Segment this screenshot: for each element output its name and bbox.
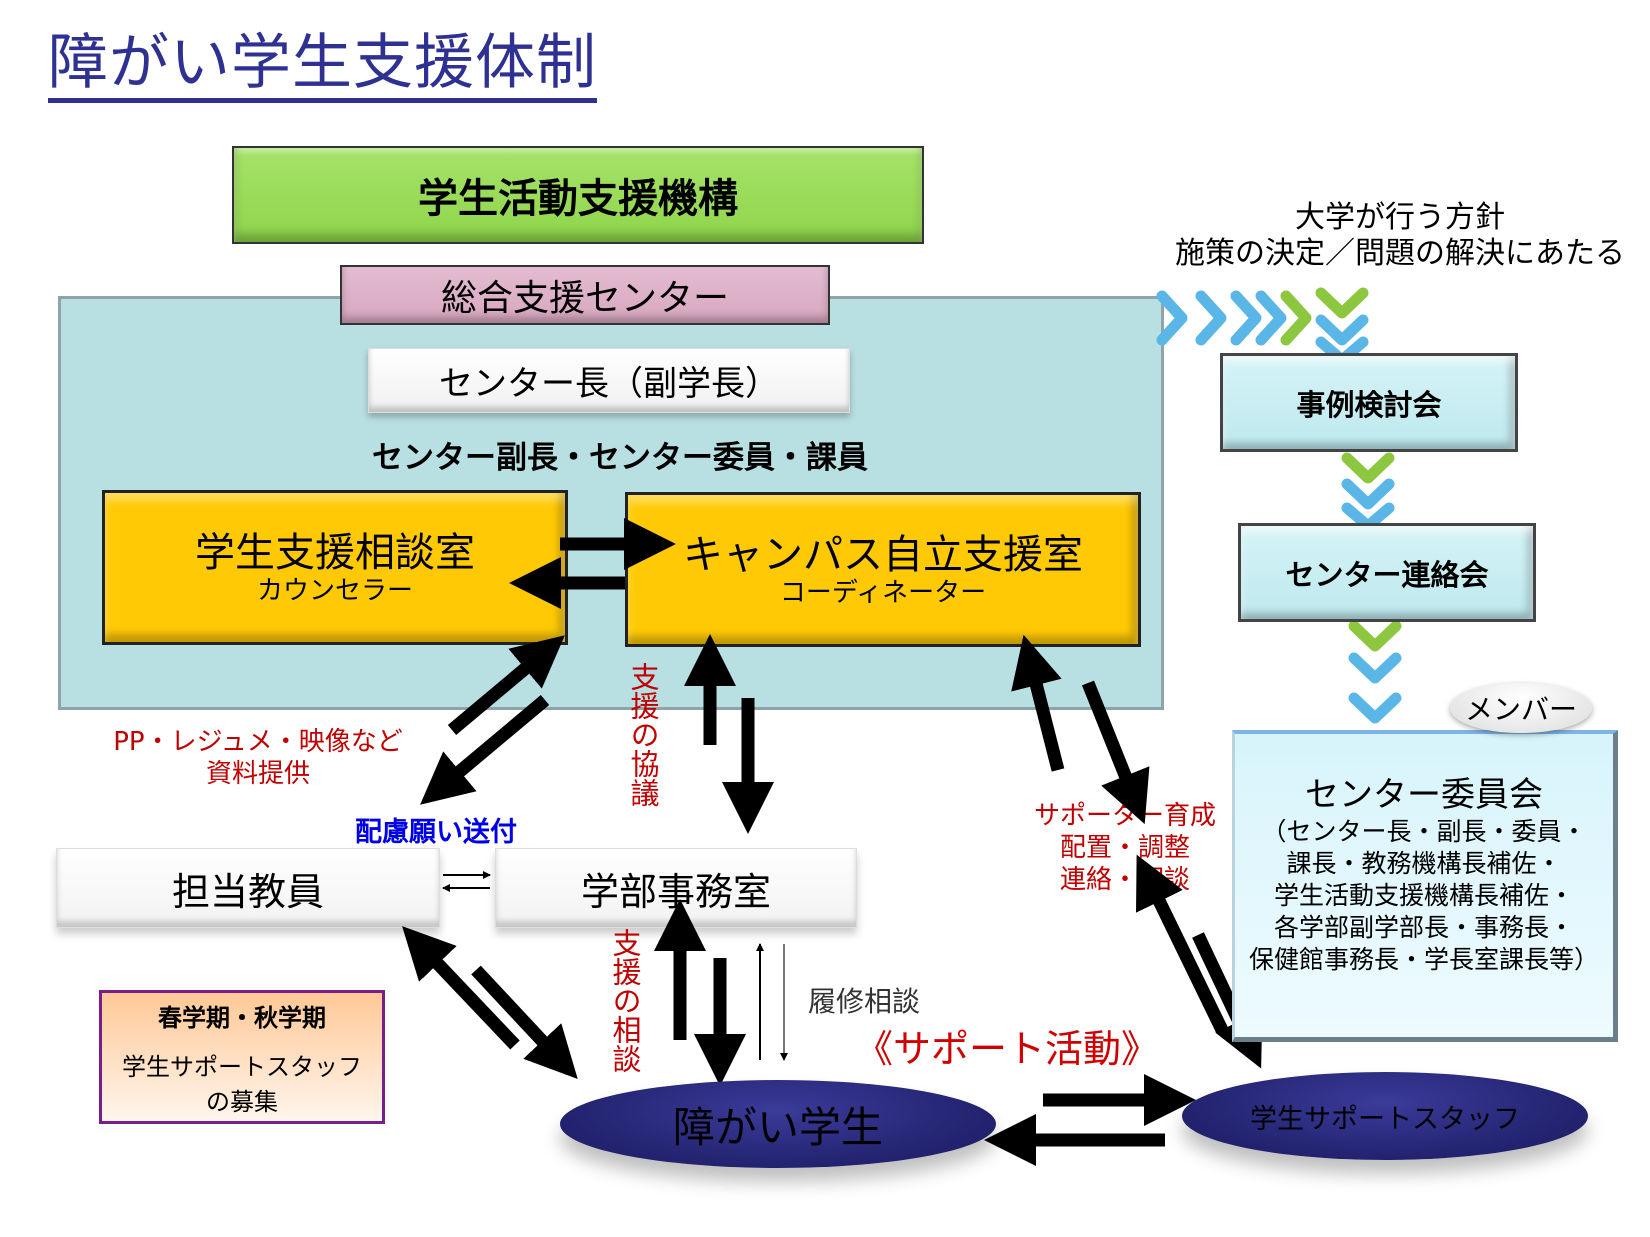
- materials-label-line2: 資料提供: [205, 759, 310, 789]
- arrow-teacher-to-counsel: [447, 635, 565, 735]
- recruit-box: 春学期・秋学期 学生サポートスタッフ の募集: [99, 990, 385, 1124]
- chevron-right-icon: [1156, 290, 1188, 346]
- arrow-teacher-to-student: [471, 965, 578, 1080]
- committee-member-line: （センター長・副長・委員・: [1261, 817, 1587, 846]
- chevron-down-icon: [1348, 692, 1402, 724]
- recruit-term: 春学期・秋学期: [158, 1003, 326, 1032]
- disabled-student-node: 障がい学生: [560, 1080, 996, 1168]
- support-discussion-label: 支援の協議: [626, 662, 660, 807]
- organization-box: 学生活動支援機構: [232, 146, 924, 244]
- materials-label: PP・レジュメ・映像など 資料提供: [78, 726, 438, 790]
- faculty-office-box: 学部事務室: [495, 848, 857, 928]
- chevron-right-icon: [1230, 290, 1262, 346]
- policy-line1: 大学が行う方針: [1295, 200, 1505, 235]
- committee-member-line: 課長・教務機構長補佐・: [1286, 849, 1562, 878]
- counseling-office-box: 学生支援相談室 カウンセラー: [102, 490, 568, 645]
- arrow-supporter-to-campus: [1011, 634, 1065, 772]
- chevron-down-icon: [1315, 314, 1369, 346]
- chevron-right-icon: [1195, 290, 1227, 346]
- recruit-line1: 学生サポートスタッフ: [122, 1052, 362, 1081]
- chevron-down-icon: [1341, 478, 1395, 510]
- chevron-right-icon: [1280, 290, 1312, 346]
- support-activity-label: 《サポート活動》: [855, 1027, 1160, 1071]
- arrow-campus-to-supporter: [1081, 680, 1150, 825]
- teacher-box: 担当教員: [56, 848, 440, 928]
- policy-line2: 施策の決定／問題の解決にあたる: [1175, 236, 1625, 271]
- counseling-office-role: カウンセラー: [256, 575, 413, 606]
- course-consultation-label: 履修相談: [808, 985, 921, 1018]
- committee-title: センター委員会: [1305, 775, 1543, 815]
- center-title-box: 総合支援センター: [340, 265, 830, 325]
- director-box: センター長（副学長）: [368, 348, 850, 413]
- chevron-down-icon: [1341, 452, 1395, 484]
- campus-support-office-role: コーディネーター: [779, 577, 987, 608]
- chevron-down-icon: [1348, 652, 1402, 684]
- member-badge: メンバー: [1450, 683, 1592, 733]
- send-request-label: 配慮願い送付: [355, 817, 517, 848]
- committee-member-line: 保健館事務長・学長室課長等）: [1248, 945, 1599, 974]
- liaison-box: センター連絡会: [1238, 523, 1536, 622]
- disabled-student-label: 障がい学生: [672, 1102, 883, 1152]
- campus-support-office-name: キャンパス自立支援室: [683, 531, 1083, 578]
- support-staff-label: 学生サポートスタッフ: [1250, 1103, 1520, 1135]
- case-review-box: 事例検討会: [1220, 353, 1518, 452]
- materials-label-line1: PP・レジュメ・映像など: [113, 727, 403, 757]
- chevron-right-icon: [1255, 290, 1287, 346]
- policy-label: 大学が行う方針 施策の決定／問題の解決にあたる: [1150, 200, 1650, 272]
- arrow-counsel-to-teacher: [420, 695, 550, 805]
- support-staff-node: 学生サポートスタッフ: [1182, 1072, 1588, 1160]
- campus-support-office-box: キャンパス自立支援室 コーディネーター: [625, 492, 1141, 647]
- staff-label: センター副長・センター委員・課員: [372, 439, 868, 476]
- support-consultation-label: 支援の相談: [608, 928, 642, 1073]
- committee-member-line: 各学部副学部長・事務長・: [1273, 913, 1574, 942]
- arrow-staff-to-supporter: [1136, 854, 1228, 1033]
- arrow-student-to-teacher: [402, 926, 520, 1050]
- chevron-down-icon: [1315, 287, 1369, 319]
- committee-member-line: 学生活動支援機構長補佐・: [1273, 881, 1574, 910]
- page-title: 障がい学生支援体制: [48, 30, 597, 103]
- recruit-line2: の募集: [206, 1087, 278, 1116]
- chevron-down-icon: [1348, 620, 1402, 652]
- committee-box: センター委員会 （センター長・副長・委員・ 課長・教務機構長補佐・ 学生活動支援…: [1232, 730, 1618, 1042]
- counseling-office-name: 学生支援相談室: [195, 529, 475, 576]
